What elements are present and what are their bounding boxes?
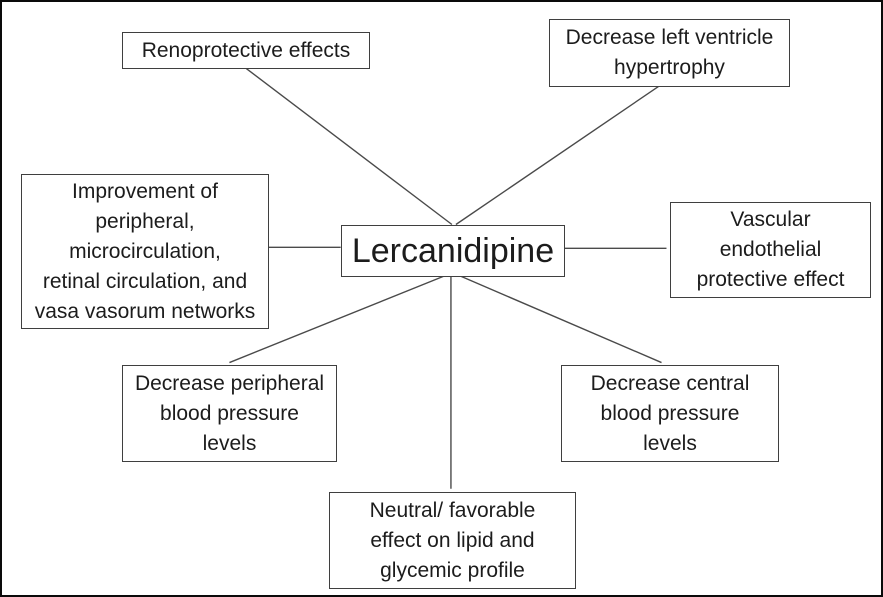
- node-label-lipid-glycemic: Neutral/ favorable effect on lipid and g…: [369, 498, 536, 582]
- edge-center-to-central-bp: [455, 273, 662, 364]
- node-renoprotective-effects: Renoprotective effects: [122, 32, 370, 69]
- node-vascular-endothelial-protective: Vascular endothelial protective effect: [670, 202, 871, 298]
- node-decrease-left-ventricle-hypertrophy: Decrease left ventricle hypertrophy: [549, 19, 790, 87]
- node-label-central-bp: Decrease central blood pressure levels: [590, 371, 750, 455]
- node-label-lv-hypertrophy: Decrease left ventricle hypertrophy: [565, 26, 774, 79]
- node-center-lercanidipine: Lercanidipine: [341, 225, 565, 277]
- node-label-microcirculation: Improvement of peripheral, microcirculat…: [34, 179, 256, 323]
- node-label-renoprotective: Renoprotective effects: [141, 38, 351, 62]
- node-neutral-favorable-lipid-glycemic: Neutral/ favorable effect on lipid and g…: [329, 492, 576, 589]
- node-decrease-peripheral-blood-pressure: Decrease peripheral blood pressure level…: [122, 365, 337, 462]
- node-decrease-central-blood-pressure: Decrease central blood pressure levels: [561, 365, 779, 462]
- edge-center-to-lv-hypertrophy: [455, 85, 659, 226]
- node-label-lercanidipine: Lercanidipine: [351, 232, 555, 270]
- node-improvement-microcirculation: Improvement of peripheral, microcirculat…: [21, 174, 269, 329]
- node-label-vascular: Vascular endothelial protective effect: [696, 208, 845, 291]
- edge-center-to-renoprotective: [245, 67, 453, 226]
- node-label-peripheral-bp: Decrease peripheral blood pressure level…: [134, 371, 325, 455]
